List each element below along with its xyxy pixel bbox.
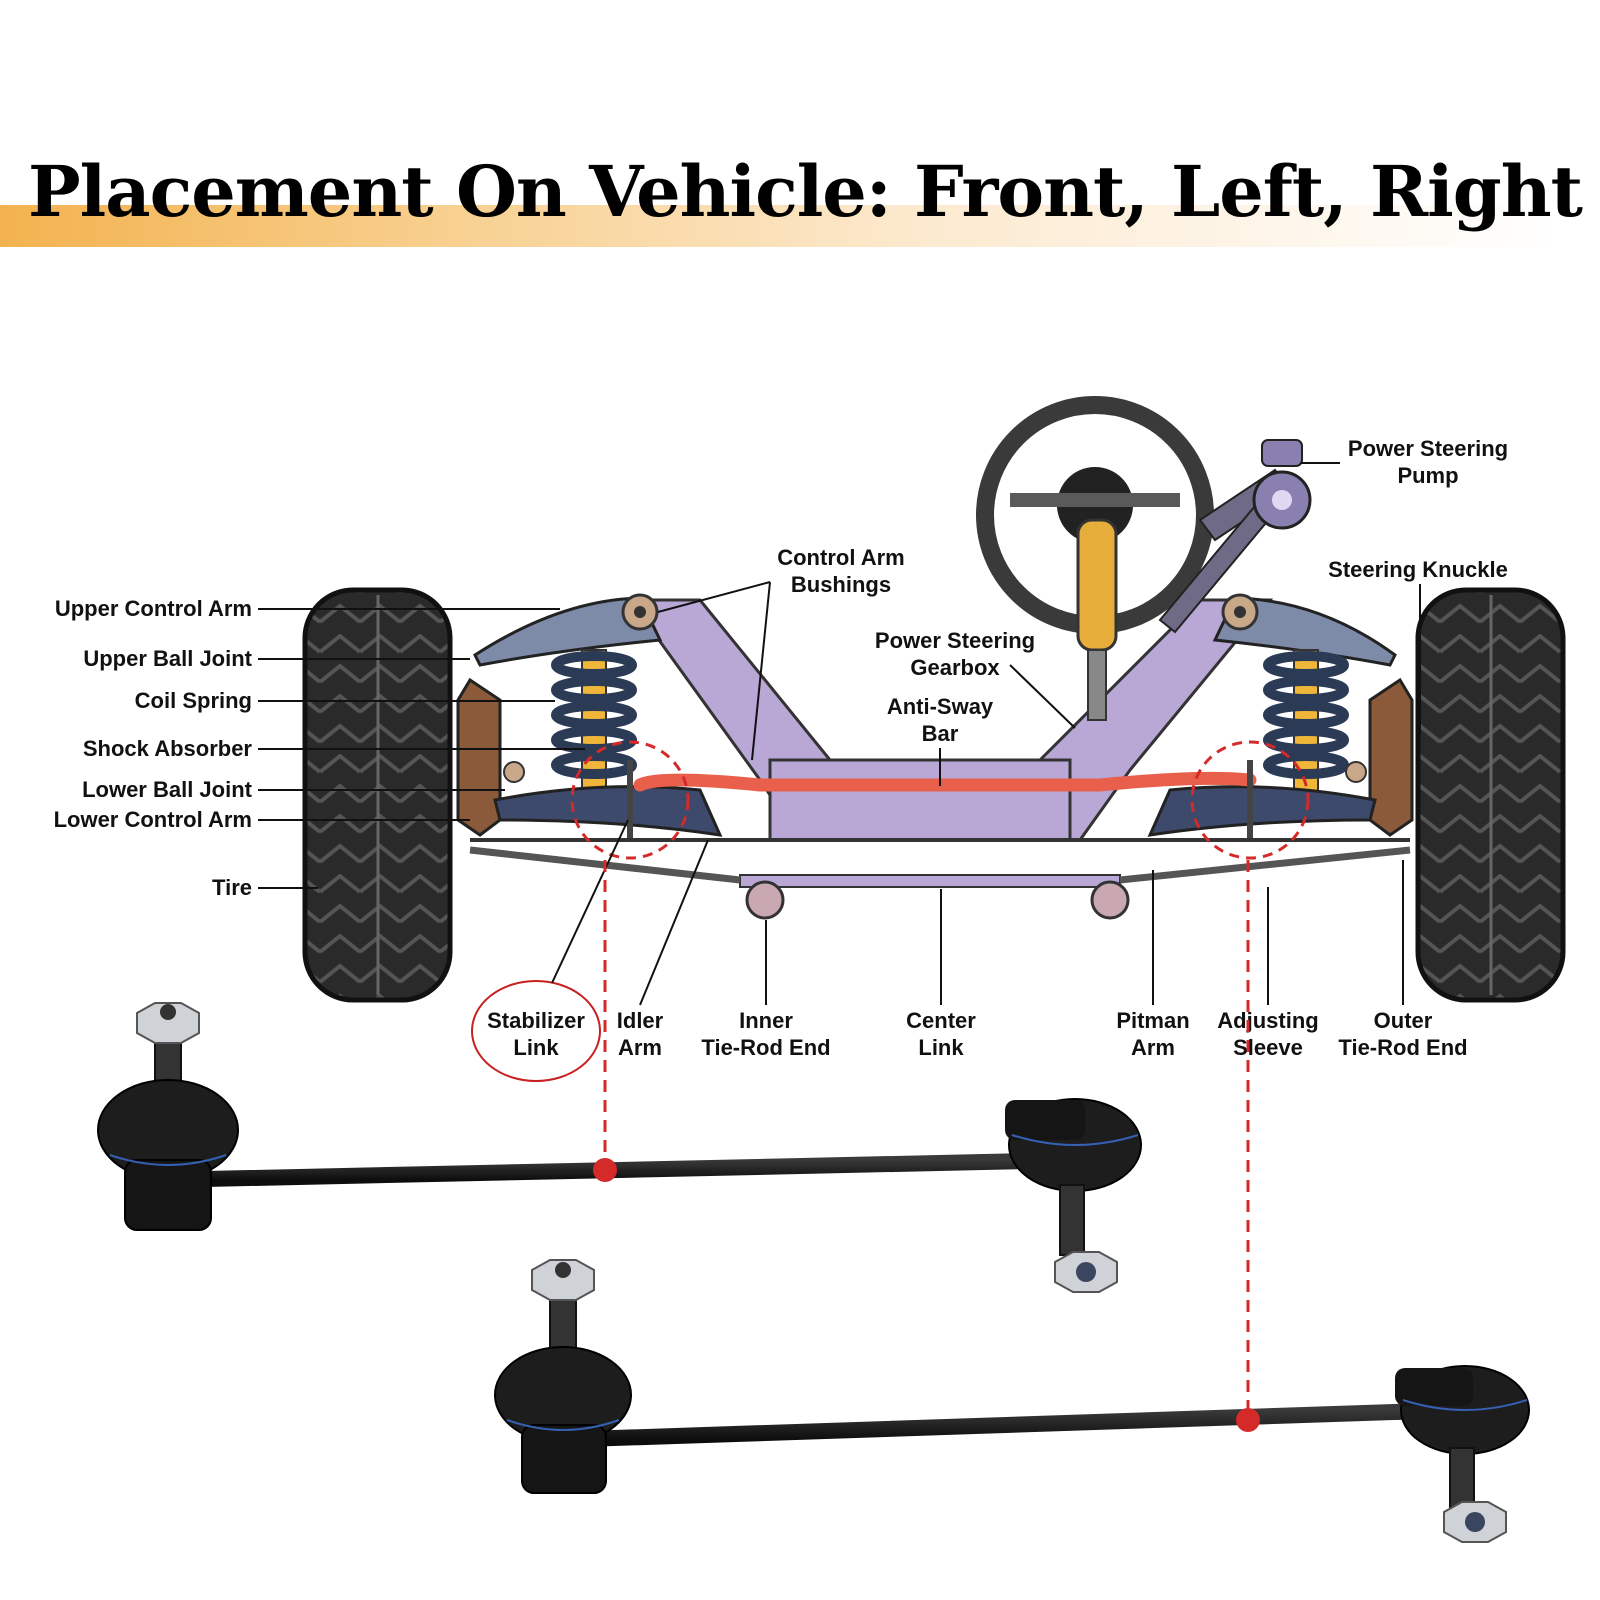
label-anti-sway-bar: Anti-Sway Bar	[887, 694, 994, 786]
label-outer-tie-rod-end: Outer Tie-Rod End	[1338, 860, 1468, 1060]
left-lower-control-arm	[493, 761, 723, 837]
svg-text:Power Steering: Power Steering	[1348, 436, 1508, 461]
svg-text:Steering Knuckle: Steering Knuckle	[1328, 557, 1508, 582]
steering-wheel	[976, 396, 1214, 721]
svg-text:Arm: Arm	[618, 1035, 662, 1060]
svg-text:Lower Control Arm: Lower Control Arm	[54, 807, 252, 832]
svg-text:Pitman: Pitman	[1116, 1008, 1189, 1033]
label-coil-spring: Coil Spring	[135, 688, 555, 713]
svg-text:Center: Center	[906, 1008, 976, 1033]
right-link-highlight-circle	[1190, 740, 1310, 860]
right-upper-control-arm	[1212, 593, 1397, 667]
label-control-arm-bushings: Control Arm Bushings	[657, 545, 905, 761]
right-tire	[1415, 587, 1566, 1003]
label-upper-control-arm: Upper Control Arm	[55, 596, 560, 621]
label-pitman-arm: Pitman Arm	[1116, 870, 1190, 1060]
svg-text:Outer: Outer	[1374, 1008, 1433, 1033]
label-idler-arm: Idler Arm	[617, 839, 709, 1060]
label-power-steering-pump: Power Steering Pump	[1300, 436, 1508, 488]
label-upper-ball-joint: Upper Ball Joint	[83, 646, 470, 671]
left-upper-control-arm	[473, 593, 663, 667]
svg-text:Tire: Tire	[212, 875, 252, 900]
label-inner-tie-rod-end: Inner Tie-Rod End	[701, 920, 831, 1060]
right-steering-knuckle	[1368, 677, 1414, 837]
left-steering-knuckle	[456, 677, 502, 837]
svg-text:Shock Absorber: Shock Absorber	[83, 736, 253, 761]
svg-text:Link: Link	[513, 1035, 559, 1060]
label-stabilizer-link: Stabilizer Link	[471, 819, 629, 1082]
svg-text:Link: Link	[918, 1035, 964, 1060]
label-lower-ball-joint: Lower Ball Joint	[82, 777, 505, 802]
stabilizer-link-product-top	[97, 1002, 1142, 1293]
svg-text:Inner: Inner	[739, 1008, 793, 1033]
power-steering-pump	[1158, 439, 1312, 634]
label-lower-control-arm: Lower Control Arm	[54, 807, 470, 832]
svg-text:Sleeve: Sleeve	[1233, 1035, 1303, 1060]
label-steering-knuckle: Steering Knuckle	[1328, 557, 1508, 735]
left-coil-spring	[551, 649, 637, 796]
left-link-marker-dot	[593, 1158, 617, 1182]
stabilizer-link-product-bottom	[494, 1259, 1530, 1543]
svg-text:Upper Ball Joint: Upper Ball Joint	[83, 646, 252, 671]
right-link-marker-dot	[1236, 1408, 1260, 1432]
anti-sway-bar	[633, 771, 1257, 792]
label-adjusting-sleeve: Adjusting Sleeve	[1217, 887, 1319, 1060]
label-tire: Tire	[212, 875, 318, 900]
svg-text:Idler: Idler	[617, 1008, 664, 1033]
svg-text:Upper Control Arm: Upper Control Arm	[55, 596, 252, 621]
right-lower-control-arm	[1147, 761, 1377, 837]
svg-text:Power Steering: Power Steering	[875, 628, 1035, 653]
svg-text:Bushings: Bushings	[791, 572, 891, 597]
svg-text:Pump: Pump	[1397, 463, 1458, 488]
svg-text:Stabilizer: Stabilizer	[487, 1008, 585, 1033]
svg-text:Bar: Bar	[922, 721, 959, 746]
page-title: Placement On Vehicle: Front, Left, Right	[28, 150, 1583, 233]
svg-text:Adjusting: Adjusting	[1217, 1008, 1318, 1033]
svg-text:Arm: Arm	[1131, 1035, 1175, 1060]
svg-text:Tie-Rod End: Tie-Rod End	[701, 1035, 830, 1060]
label-power-steering-gearbox: Power Steering Gearbox	[875, 628, 1076, 729]
svg-text:Lower Ball Joint: Lower Ball Joint	[82, 777, 253, 802]
svg-text:Gearbox: Gearbox	[910, 655, 1000, 680]
svg-text:Control Arm: Control Arm	[777, 545, 905, 570]
label-shock-absorber: Shock Absorber	[83, 736, 585, 761]
label-center-link: Center Link	[906, 889, 976, 1060]
svg-text:Anti-Sway: Anti-Sway	[887, 694, 994, 719]
right-coil-spring	[1263, 649, 1349, 796]
svg-text:Coil Spring: Coil Spring	[135, 688, 252, 713]
title-highlight-band	[0, 205, 1560, 247]
svg-text:Tie-Rod End: Tie-Rod End	[1338, 1035, 1467, 1060]
left-link-highlight-circle	[570, 740, 690, 860]
left-tire	[302, 587, 453, 1003]
